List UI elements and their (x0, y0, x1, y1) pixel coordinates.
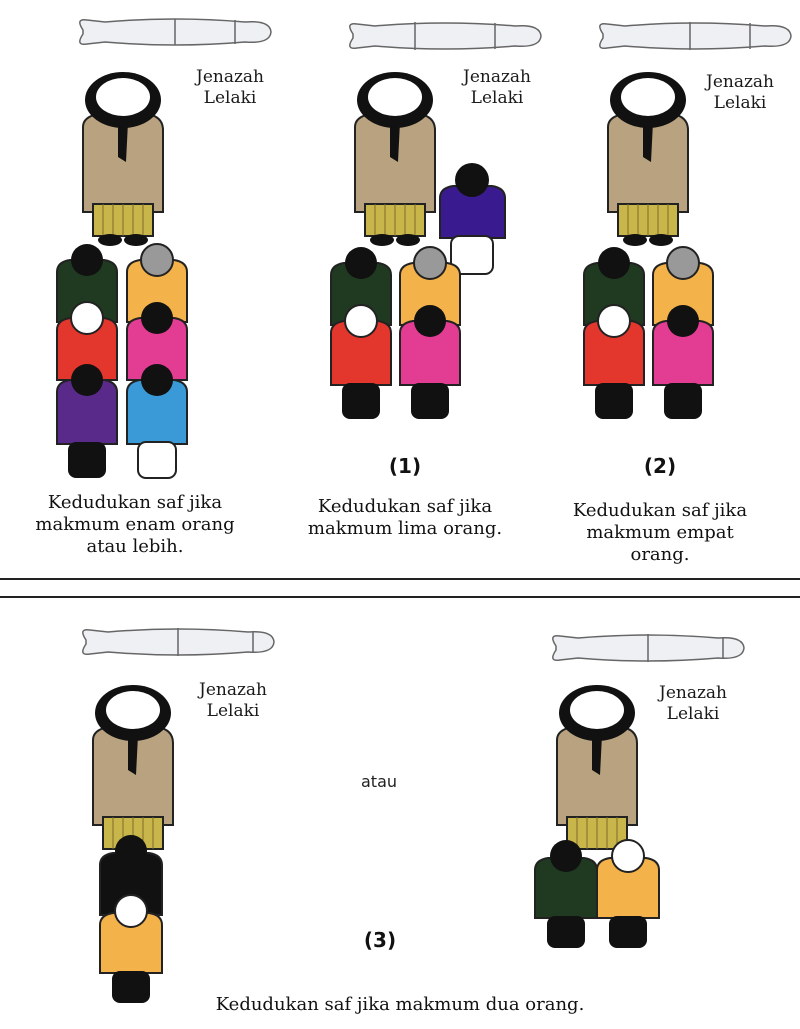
panel-number-2: (2) (643, 454, 677, 478)
follower-red (330, 304, 392, 419)
follower-black (99, 835, 163, 916)
corpse-label-line-2: Lelaki (666, 704, 720, 724)
follower-orange-check (126, 243, 188, 323)
caption-line-1: Kedudukan saf jika (317, 496, 493, 517)
corpse-shroud-icon (599, 22, 792, 50)
caption-line-2: makmum empat (586, 522, 734, 543)
caption-two: Kedudukan saf jika makmum dua orang. (215, 994, 585, 1015)
imam-figure (556, 685, 638, 850)
caption-line-3: atau lebih. (86, 536, 184, 557)
corpse-shroud-icon (79, 18, 272, 46)
caption-line-1: Kedudukan saf jika (47, 492, 223, 513)
follower-dark-green (330, 247, 392, 326)
follower-dark-green (56, 244, 118, 323)
caption-six-or-more: Kedudukan saf jika makmum enam orang ata… (20, 492, 250, 558)
corpse-label-line-1: Jenazah (199, 680, 267, 700)
corpse-label-line-2: Lelaki (713, 93, 767, 113)
follower-pink (399, 305, 461, 419)
follower-blue (126, 364, 188, 479)
follower-dark-green (583, 247, 645, 326)
panel-number-1: (1) (388, 454, 422, 478)
follower-red (583, 304, 645, 419)
section-divider-top (0, 578, 800, 580)
corpse-label-line-1: Jenazah (196, 67, 264, 87)
corpse-shroud-icon (82, 628, 275, 656)
corpse-label-line-1: Jenazah (706, 72, 774, 92)
caption-line-3: orang. (630, 544, 690, 565)
corpse-label-line-1: Jenazah (659, 683, 727, 703)
caption-four: Kedudukan saf jika makmum empat orang. (545, 500, 775, 566)
caption-line-2: makmum enam orang (35, 514, 235, 535)
follower-pink (652, 305, 714, 419)
follower-orange-check (596, 839, 660, 948)
corpse-shroud-icon (349, 22, 542, 50)
imam-figure (92, 685, 174, 850)
section-divider-bottom (0, 596, 800, 598)
follower-purple (56, 364, 118, 478)
follower-orange-check (652, 246, 714, 326)
corpse-label-line-2: Lelaki (206, 701, 260, 721)
corpse-label-line-1: Jenazah (463, 67, 531, 87)
corpse-label-line-2: Lelaki (470, 88, 524, 108)
caption-line-2: makmum lima orang. (307, 518, 503, 539)
imam-figure (607, 72, 689, 246)
panel-number-3: (3) (363, 928, 397, 952)
corpse-shroud-icon (552, 634, 745, 662)
imam-figure (82, 72, 164, 246)
follower-red (56, 301, 118, 381)
or-text: atau (361, 772, 398, 791)
caption-five: Kedudukan saf jika makmum lima orang. (290, 496, 520, 540)
corpse-label-line-2: Lelaki (203, 88, 257, 108)
follower-pink (126, 302, 188, 381)
caption-line-1: Kedudukan saf jika (572, 500, 748, 521)
imam-figure (354, 72, 436, 246)
follower-orange-check (99, 894, 163, 1003)
follower-navy-purple (439, 163, 506, 275)
follower-orange-check (399, 246, 461, 326)
